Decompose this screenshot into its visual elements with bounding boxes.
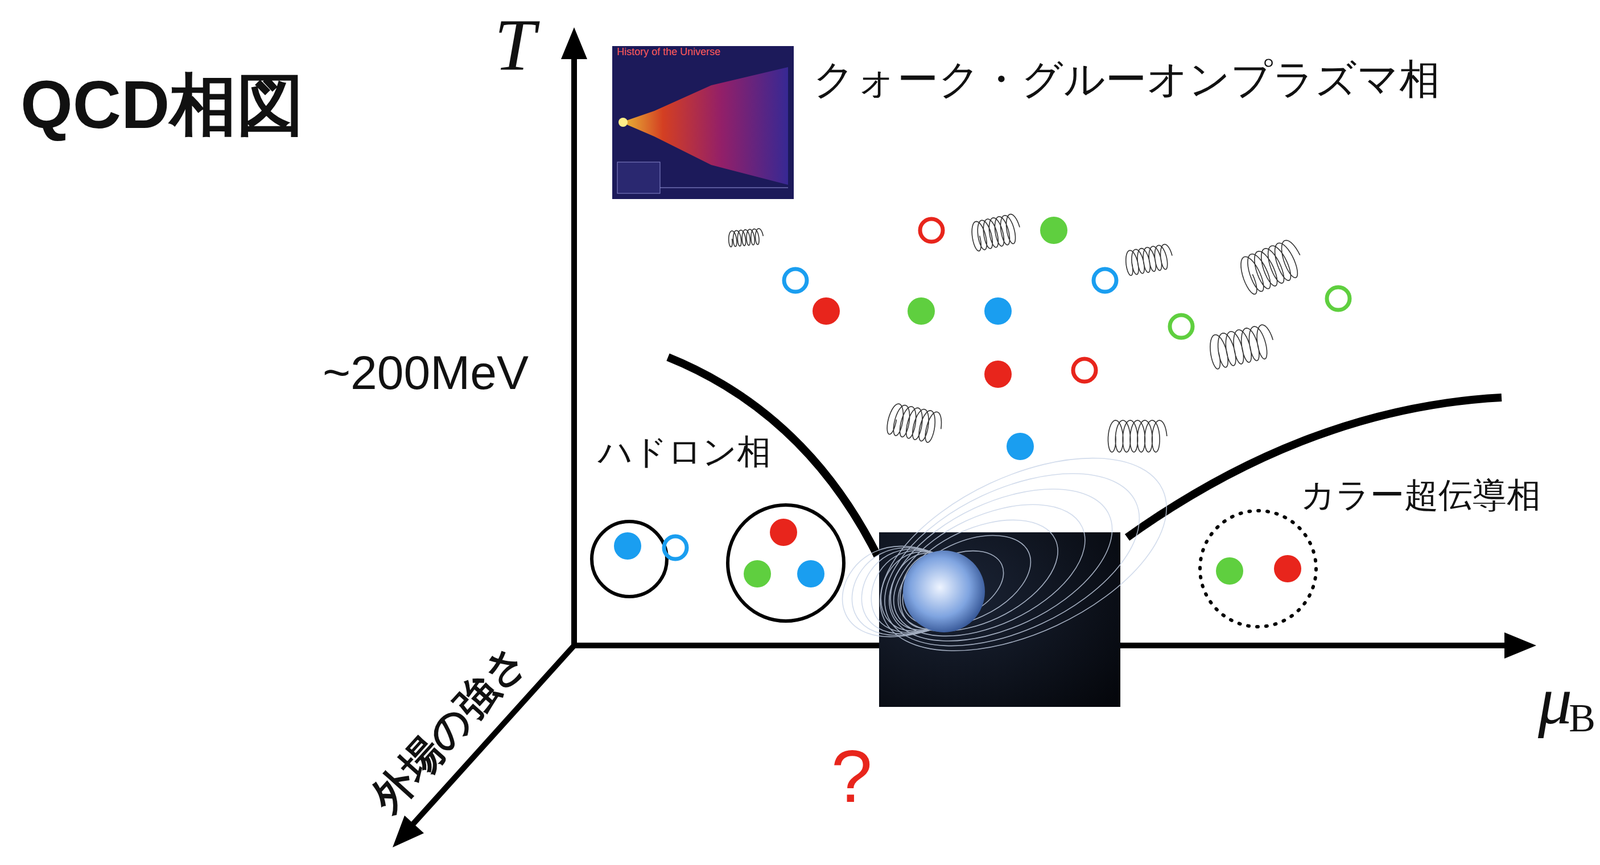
quark-dot xyxy=(664,536,687,560)
cooper-pair-circle xyxy=(1200,510,1317,628)
quark-dot xyxy=(1273,555,1302,583)
arrowhead xyxy=(392,815,424,848)
quark-dot xyxy=(797,560,825,588)
quark-dot xyxy=(920,219,943,242)
arrowhead xyxy=(561,27,588,60)
question-mark: ? xyxy=(831,736,873,818)
quark-dot xyxy=(784,269,807,292)
tick-label: ~200MeV xyxy=(322,346,529,399)
field-line xyxy=(888,517,1045,646)
phase-label: ハドロン相 xyxy=(598,433,771,472)
big-bang xyxy=(618,117,628,127)
axis-subscript: B xyxy=(1568,696,1596,741)
title: QCD相図 xyxy=(20,68,304,143)
magnetar-image xyxy=(842,418,1197,708)
neutron-star xyxy=(902,550,985,633)
quark-dot xyxy=(1215,557,1244,585)
gluon-coil xyxy=(1123,243,1175,277)
field-line xyxy=(866,458,1136,673)
field-line xyxy=(896,537,1016,637)
universe-image-ground xyxy=(612,46,794,200)
field-line xyxy=(851,418,1197,691)
baryon-circle xyxy=(727,505,844,622)
axis-label: 外場の強さ xyxy=(363,636,536,820)
quark-dot xyxy=(1326,287,1350,311)
universe-key-box xyxy=(617,162,661,194)
gluon-coil xyxy=(968,212,1023,253)
quark-dot xyxy=(1073,359,1096,382)
phase-label: クォーク・グルーオンプラズマ相 xyxy=(813,56,1441,102)
quark-dot xyxy=(984,360,1012,389)
quark-dot xyxy=(613,532,642,560)
gluon-coil xyxy=(1206,323,1277,370)
gluon-coils xyxy=(727,212,1307,453)
meson-circle xyxy=(591,521,667,597)
gluon-coil xyxy=(1107,420,1167,453)
quark-dot xyxy=(1040,216,1068,245)
quark-dot xyxy=(1169,315,1193,338)
axes xyxy=(412,56,1508,826)
quark-dot xyxy=(812,297,840,325)
axis-label: T xyxy=(494,3,536,86)
quark-dot xyxy=(769,518,798,547)
universe-image xyxy=(612,46,794,200)
magnetar-ground xyxy=(879,532,1121,708)
axis-label: μ xyxy=(1537,663,1573,739)
image-title: History of the Universe xyxy=(616,46,721,59)
universe-timeline xyxy=(660,187,789,189)
quark-dots xyxy=(613,216,1350,588)
gluon-coil xyxy=(727,228,764,247)
quark-dot xyxy=(907,297,935,325)
quark-dot xyxy=(1093,269,1117,292)
csc-boundary xyxy=(1127,397,1502,538)
quark-dot xyxy=(743,560,771,588)
field-lines xyxy=(842,418,1197,691)
gluon-coil xyxy=(885,402,945,445)
arrowhead xyxy=(1504,632,1537,659)
gluon-coil xyxy=(1235,237,1307,296)
quark-dot xyxy=(984,297,1012,325)
quark-dot xyxy=(1006,433,1034,461)
t-axis xyxy=(571,56,577,646)
phase-label: カラー超伝導相 xyxy=(1300,476,1541,515)
